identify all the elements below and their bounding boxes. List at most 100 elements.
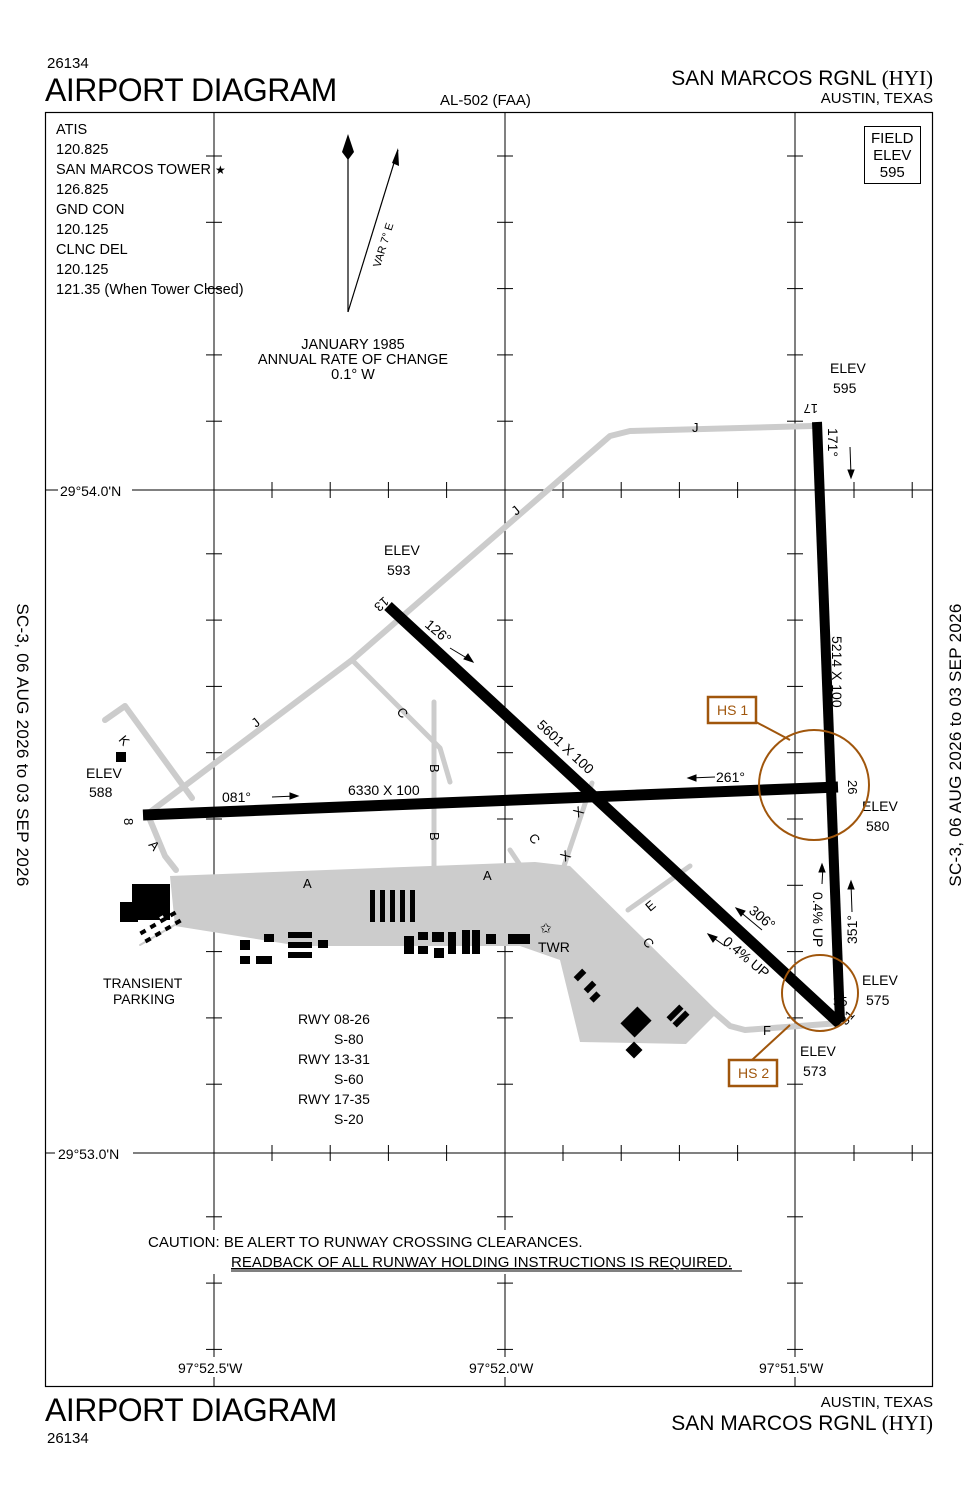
- rwy17-elev-value: 595: [833, 380, 857, 396]
- rwy17-elev-label: ELEV: [830, 360, 866, 376]
- taxiway-label-j-top: J: [692, 420, 699, 435]
- building: [318, 940, 328, 948]
- chart-id: AL-502 (FAA): [440, 92, 531, 109]
- runway-13-31: [384, 601, 844, 1029]
- lat-north-mask: [58, 480, 132, 500]
- rwy1735-slope: 0.4% UP: [810, 892, 826, 947]
- runway-08-26: [142, 781, 839, 821]
- rwy8-heading: 081°: [222, 789, 251, 805]
- hangar: [620, 1006, 652, 1038]
- taxiway-label-f: F: [763, 1023, 771, 1038]
- buildings: [116, 752, 690, 1059]
- taxiway-j: [147, 423, 815, 815]
- lon-east-label: 97°51.5'W: [759, 1360, 824, 1376]
- rwy0826-dimensions: 6330 X 100: [348, 782, 420, 798]
- tiedown-row: [370, 890, 375, 922]
- taxiway-k: [102, 703, 195, 801]
- building: [256, 956, 272, 964]
- lon-west-label: 97°52.5'W: [178, 1360, 243, 1376]
- rwy31-elev-value: 573: [803, 1063, 827, 1079]
- hangar: [120, 902, 138, 922]
- footer-title: AIRPORT DIAGRAM: [45, 1392, 337, 1428]
- building: [508, 934, 530, 944]
- rwy13-elev-label: ELEV: [384, 542, 420, 558]
- rwy31-elev-label: ELEV: [800, 1043, 836, 1059]
- lat-south-mask: [55, 1143, 133, 1163]
- building: [288, 932, 312, 938]
- hot-spot-2-leader: [751, 1024, 791, 1061]
- building: [404, 936, 414, 954]
- hot-spot-2-box: [727, 1058, 779, 1088]
- field-elevation-box: FIELD ELEV 595: [864, 126, 921, 184]
- taxiway-label-a-right: A: [483, 868, 492, 883]
- runway-17-end-label: 17: [804, 401, 818, 416]
- magnetic-arrow-head-icon: [392, 148, 399, 166]
- magnetic-north-arrow: [347, 149, 399, 313]
- runways: [142, 421, 845, 1029]
- airport-name-header: SAN MARCOS RGNL (HYI): [671, 66, 933, 91]
- gnd-frequency: 120.125: [56, 222, 109, 238]
- airport-id: (HYI): [881, 66, 933, 90]
- building: [448, 932, 456, 954]
- strength-line-1: RWY 08-26: [298, 1011, 370, 1027]
- runway-17-35: [812, 421, 845, 1023]
- caution-line-2: READBACK OF ALL RUNWAY HOLDING INSTRUCTI…: [231, 1254, 732, 1271]
- building: [462, 930, 470, 954]
- tower-line: SAN MARCOS TOWER ★: [56, 160, 244, 180]
- rwy17-heading: 171°: [825, 428, 841, 457]
- hangar: [132, 884, 170, 920]
- taxiway-c-north: [349, 657, 453, 785]
- tiedown-row: [390, 890, 395, 922]
- lon-mid-mask: [467, 1357, 549, 1377]
- lon-east-mask: [757, 1357, 839, 1377]
- rwy8-elev-label: ELEV: [86, 765, 122, 781]
- footer-chart-number: 26134: [47, 1430, 89, 1447]
- rwy35-heading: 351°: [844, 915, 860, 944]
- strength-line-6: S-20: [334, 1111, 364, 1127]
- main-apron: [170, 862, 718, 1044]
- footer-location: AUSTIN, TEXAS: [820, 1394, 933, 1411]
- tower-star-icon-map: ✩: [540, 920, 552, 936]
- tower-frequency: 126.825: [56, 182, 109, 198]
- building: [666, 1004, 684, 1022]
- building: [288, 942, 312, 948]
- chart-number: 26134: [47, 55, 89, 72]
- airport-location: AUSTIN, TEXAS: [820, 90, 933, 107]
- taxiway-label-b-top: B: [427, 764, 442, 773]
- building: [432, 932, 444, 942]
- hot-spot-1-box: [706, 695, 758, 725]
- hot-spot-circles: [751, 721, 870, 1061]
- taxiway-label-b-bottom: B: [427, 832, 442, 841]
- building: [672, 1010, 690, 1028]
- tiedown-row: [380, 890, 385, 922]
- building: [573, 968, 587, 982]
- building: [583, 980, 597, 994]
- tiedown-row: [410, 890, 415, 922]
- hot-spot-2-circle: [781, 954, 859, 1032]
- runway-8-end-label: 8: [121, 818, 136, 825]
- runway-35-end-label: 35: [833, 994, 847, 1009]
- mag-var-label: VAR 7° E: [371, 222, 396, 269]
- hot-spot-2-label: HS 2: [738, 1065, 769, 1081]
- lat-north-label: 29°54.0'N: [60, 483, 121, 499]
- frequency-list: ATIS 120.825 SAN MARCOS TOWER ★ 126.825 …: [56, 120, 244, 300]
- clnc-label: CLNC DEL: [56, 242, 128, 258]
- mag-var-date: JANUARY 1985: [301, 337, 405, 353]
- building: [472, 930, 480, 954]
- rwy26-elev-label: ELEV: [862, 798, 898, 814]
- runway-26-end-label: 26: [845, 780, 860, 794]
- gnd-label: GND CON: [56, 202, 125, 218]
- lon-mid-label: 97°52.0'W: [469, 1360, 534, 1376]
- building: [288, 952, 312, 958]
- north-arrow-head-icon: [342, 134, 354, 160]
- building: [418, 946, 428, 954]
- strength-line-3: RWY 13-31: [298, 1051, 370, 1067]
- chart-frame: [44, 111, 934, 1388]
- rwy1735-dimensions: 5214 X 100: [829, 636, 845, 708]
- chart-title: AIRPORT DIAGRAM: [45, 72, 337, 108]
- tower-label-map: TWR: [538, 939, 570, 955]
- runway-strength: RWY 08-26 S-80 RWY 13-31 S-60 RWY 17-35 …: [298, 1011, 370, 1127]
- magnetic-variation-note: JANUARY 1985 ANNUAL RATE OF CHANGE 0.1° …: [258, 338, 448, 383]
- building: [240, 940, 250, 950]
- transient-label-2: PARKING: [113, 991, 175, 1007]
